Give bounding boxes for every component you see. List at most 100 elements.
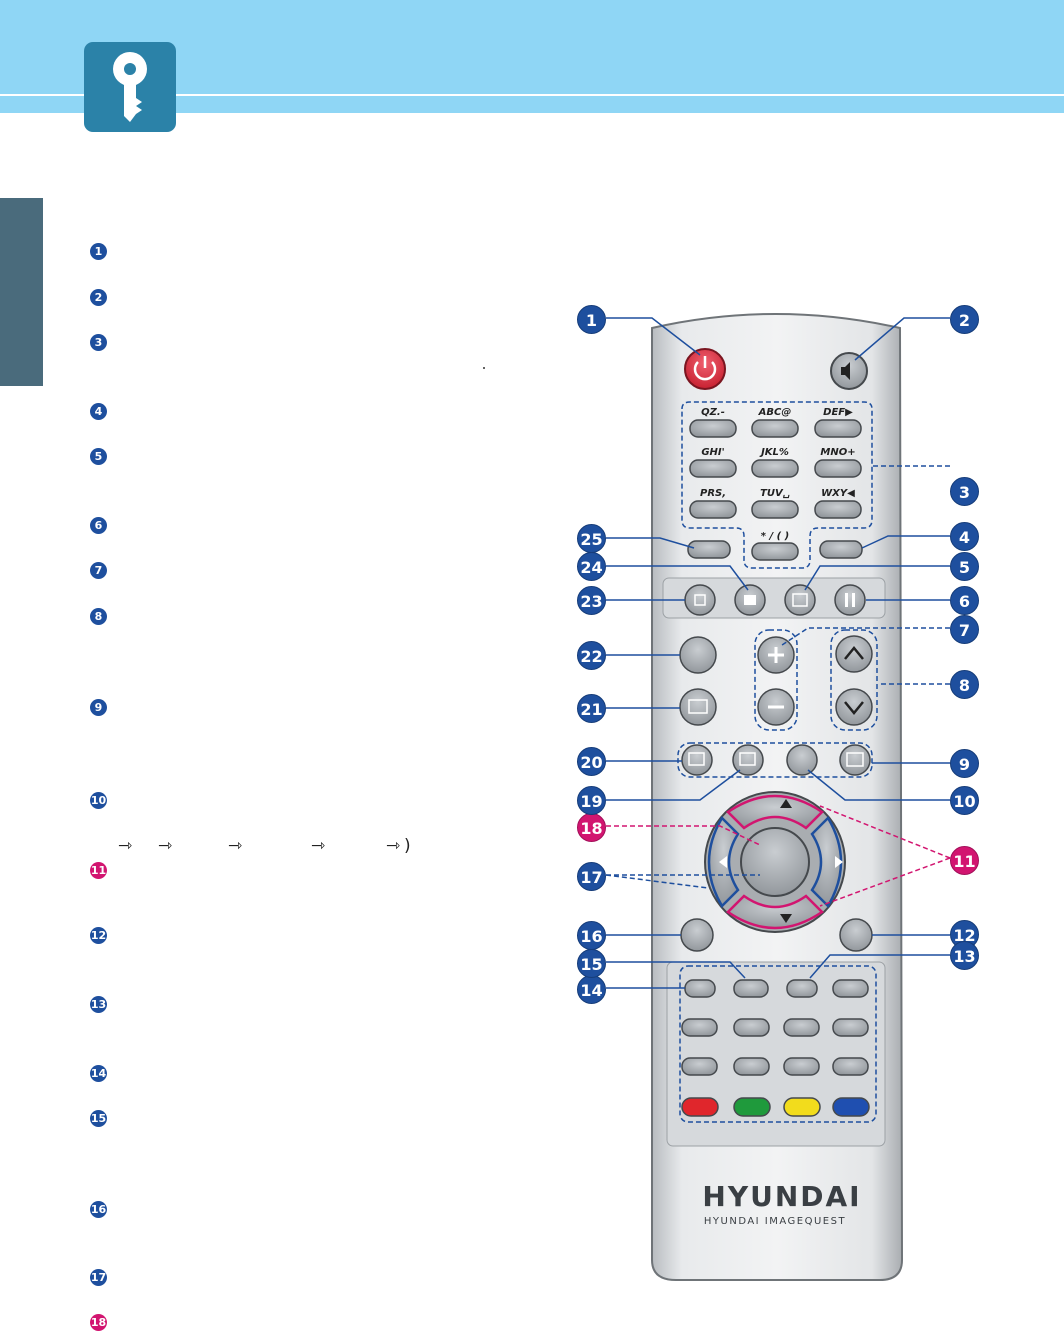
sequence-end: ) <box>404 836 411 856</box>
nav-right-icon <box>835 856 843 868</box>
exit-button[interactable] <box>680 918 714 952</box>
text-size-button[interactable] <box>783 1018 820 1037</box>
callout-badge: 4 <box>950 522 979 551</box>
key-0-button[interactable] <box>751 542 799 561</box>
power-button[interactable] <box>684 348 726 390</box>
text-list-button[interactable] <box>681 1057 718 1076</box>
nav-center-button[interactable] <box>740 827 810 897</box>
pip-button[interactable] <box>681 744 713 776</box>
text-time-button[interactable] <box>832 1057 869 1076</box>
callout-badge: 2 <box>950 305 979 334</box>
size-icon <box>792 593 808 607</box>
callout-badge: 16 <box>577 921 606 950</box>
key-5-button[interactable] <box>751 459 799 478</box>
enter-button[interactable] <box>819 540 863 559</box>
blue-button[interactable] <box>832 1097 870 1117</box>
callout-badge: 13 <box>950 941 979 970</box>
sound-mode-button[interactable] <box>733 979 769 998</box>
key-label: GHI' <box>701 447 724 458</box>
stray-dot <box>483 367 485 369</box>
teletext-icon <box>688 699 708 714</box>
leader-line <box>606 537 695 549</box>
text-help-button[interactable] <box>783 1057 820 1076</box>
key-label: QZ.- <box>701 407 725 418</box>
menu-button[interactable] <box>679 636 717 674</box>
callout-badge: 9 <box>950 749 979 778</box>
leader-line <box>819 857 951 907</box>
leader-line <box>606 769 741 801</box>
key-label: PRS, <box>700 488 726 499</box>
swap-button[interactable] <box>786 744 818 776</box>
key-3-button[interactable] <box>814 419 862 438</box>
key-9-button[interactable] <box>814 500 862 519</box>
recall-button[interactable] <box>687 540 731 559</box>
callout-badge: 18 <box>577 813 606 842</box>
callout-badge: 15 <box>577 949 606 978</box>
list-number: 6 <box>90 517 107 534</box>
key-2-button[interactable] <box>751 419 799 438</box>
leader-line <box>781 627 950 646</box>
channel-down-button[interactable] <box>835 688 873 726</box>
sequence-arrow: ⇾ <box>228 836 243 856</box>
leader-line <box>861 535 950 549</box>
teletext-keys-outline <box>679 965 877 1123</box>
leader-line <box>804 565 950 591</box>
key-6-button[interactable] <box>814 459 862 478</box>
list-number: 7 <box>90 562 107 579</box>
sequence-arrow: ⇾ <box>311 836 326 856</box>
yellow-button[interactable] <box>783 1097 821 1117</box>
source-button[interactable] <box>839 918 873 952</box>
key-1-button[interactable] <box>689 419 737 438</box>
input-button[interactable] <box>684 584 716 616</box>
leader-line <box>809 954 950 979</box>
callout-badge: 7 <box>950 615 979 644</box>
nav-left-icon <box>719 856 727 868</box>
callout-badge: 6 <box>950 586 979 615</box>
list-number: 5 <box>90 448 107 465</box>
page-header-band <box>0 0 1064 113</box>
list-number: 8 <box>90 608 107 625</box>
input-icon <box>694 594 706 606</box>
text-hold-button[interactable] <box>733 1018 770 1037</box>
text-sub-button[interactable] <box>832 1018 869 1037</box>
nav-right-button[interactable] <box>810 815 843 909</box>
list-number: 10 <box>90 792 107 809</box>
channel-group-outline <box>830 629 878 731</box>
list-number: 11 <box>90 862 107 879</box>
plus-icon <box>768 647 784 663</box>
list-number: 16 <box>90 1201 107 1218</box>
freeze-button[interactable] <box>834 584 866 616</box>
pip-row-outline <box>677 742 873 778</box>
section-side-tab <box>0 198 43 386</box>
size-button[interactable] <box>784 584 816 616</box>
volume-group-outline <box>754 629 798 731</box>
nav-down-button[interactable] <box>726 894 824 930</box>
callout-badge: 20 <box>577 747 606 776</box>
teletext-button[interactable] <box>679 688 717 726</box>
power-icon <box>693 361 717 381</box>
callout-badge: 3 <box>950 477 979 506</box>
leader-line <box>606 825 761 846</box>
text-cancel-button[interactable] <box>681 1018 718 1037</box>
split-button[interactable] <box>732 744 764 776</box>
key-7-button[interactable] <box>689 500 737 519</box>
channel-up-button[interactable] <box>835 635 873 673</box>
mix-button[interactable] <box>684 979 716 998</box>
callout-badge: 10 <box>950 786 979 815</box>
green-button[interactable] <box>733 1097 771 1117</box>
sleep-button[interactable] <box>786 979 818 998</box>
brand-subtitle: HYUNDAI IMAGEQUEST <box>704 1216 846 1227</box>
key-8-button[interactable] <box>751 500 799 519</box>
text-index-button[interactable] <box>832 979 869 998</box>
multi-screen-button[interactable] <box>839 744 871 776</box>
sequence-arrow: ⇾ <box>386 836 401 856</box>
nav-up-button[interactable] <box>726 794 824 830</box>
transport-panel <box>662 577 886 619</box>
chevron-down-icon <box>844 701 864 715</box>
key-4-button[interactable] <box>689 459 737 478</box>
teletext-panel <box>666 961 886 1147</box>
leader-line <box>807 769 950 801</box>
red-button[interactable] <box>681 1097 719 1117</box>
list-number: 1 <box>90 243 107 260</box>
text-reveal-button[interactable] <box>733 1057 770 1076</box>
